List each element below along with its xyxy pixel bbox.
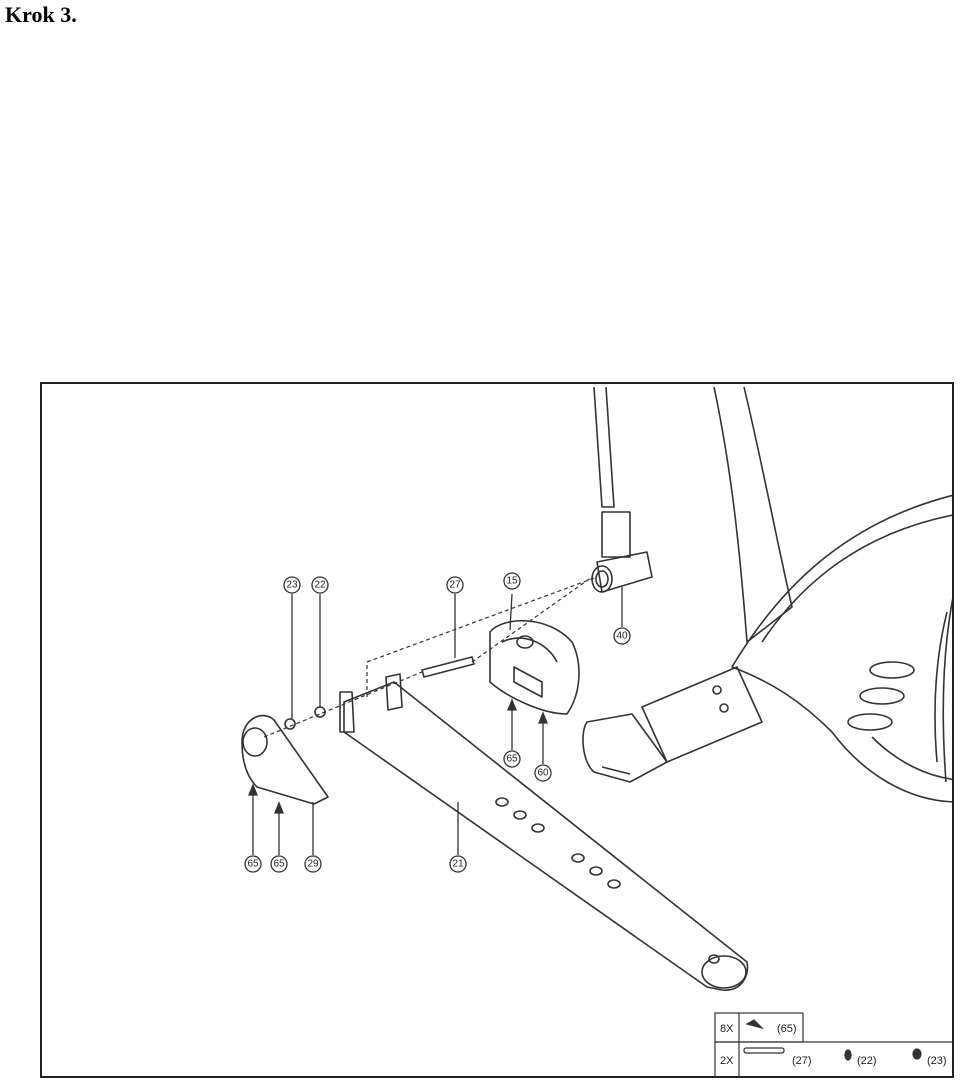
seat-post — [593, 386, 615, 508]
screw-icon — [745, 1019, 765, 1030]
legend-part-27: (27) — [792, 1055, 812, 1067]
bolt-icon — [743, 1047, 785, 1054]
legend-qty-8x: 8X — [720, 1023, 734, 1035]
callout-label-23: 23 — [286, 580, 298, 591]
nut-icon — [912, 1048, 922, 1060]
callout-label-15: 15 — [506, 576, 518, 587]
assembly-drawing: 23 22 27 15 40 65 60 65 65 29 21 — [241, 386, 952, 1076]
callout-21 — [449, 855, 467, 873]
washer-icon — [844, 1049, 852, 1061]
callout-65-a — [503, 750, 521, 768]
end-cap-left — [241, 714, 329, 805]
callout-29 — [304, 855, 322, 873]
callout-label-65-a: 65 — [506, 754, 518, 765]
callout-label-29: 29 — [307, 859, 319, 870]
callout-label-65-c: 65 — [273, 859, 285, 870]
frame-base-tube — [641, 666, 763, 763]
assembly-diagram: 23 22 27 15 40 65 60 65 65 29 21 — [40, 382, 954, 1078]
callout-label-27: 27 — [449, 580, 461, 591]
callout-label-60: 60 — [537, 768, 549, 779]
rear-upright — [713, 386, 793, 643]
legend-part-22: (22) — [857, 1055, 877, 1067]
legend-part-23: (23) — [927, 1055, 947, 1067]
bolt — [421, 656, 475, 678]
step-title: Krok 3. — [5, 2, 77, 27]
callout-label-40: 40 — [616, 631, 628, 642]
callout-65-b — [244, 855, 262, 873]
callout-40 — [613, 627, 631, 645]
callout-22 — [311, 576, 329, 594]
legend-part-65: (65) — [777, 1023, 797, 1035]
callout-23 — [283, 576, 301, 594]
callout-65-c — [270, 855, 288, 873]
pivot-sleeve — [601, 511, 631, 558]
callout-label-22: 22 — [314, 580, 326, 591]
cover-part — [489, 619, 580, 715]
legend-qty-2x: 2X — [720, 1055, 734, 1067]
flywheel-shroud — [731, 494, 952, 803]
callout-15 — [503, 572, 521, 590]
callout-label-21: 21 — [452, 859, 464, 870]
end-cap — [582, 713, 668, 783]
stabilizer-tube — [343, 681, 749, 991]
parts-legend — [714, 1012, 952, 1076]
callout-27 — [446, 576, 464, 594]
callout-label-65-b: 65 — [247, 859, 259, 870]
callout-60 — [534, 764, 552, 782]
